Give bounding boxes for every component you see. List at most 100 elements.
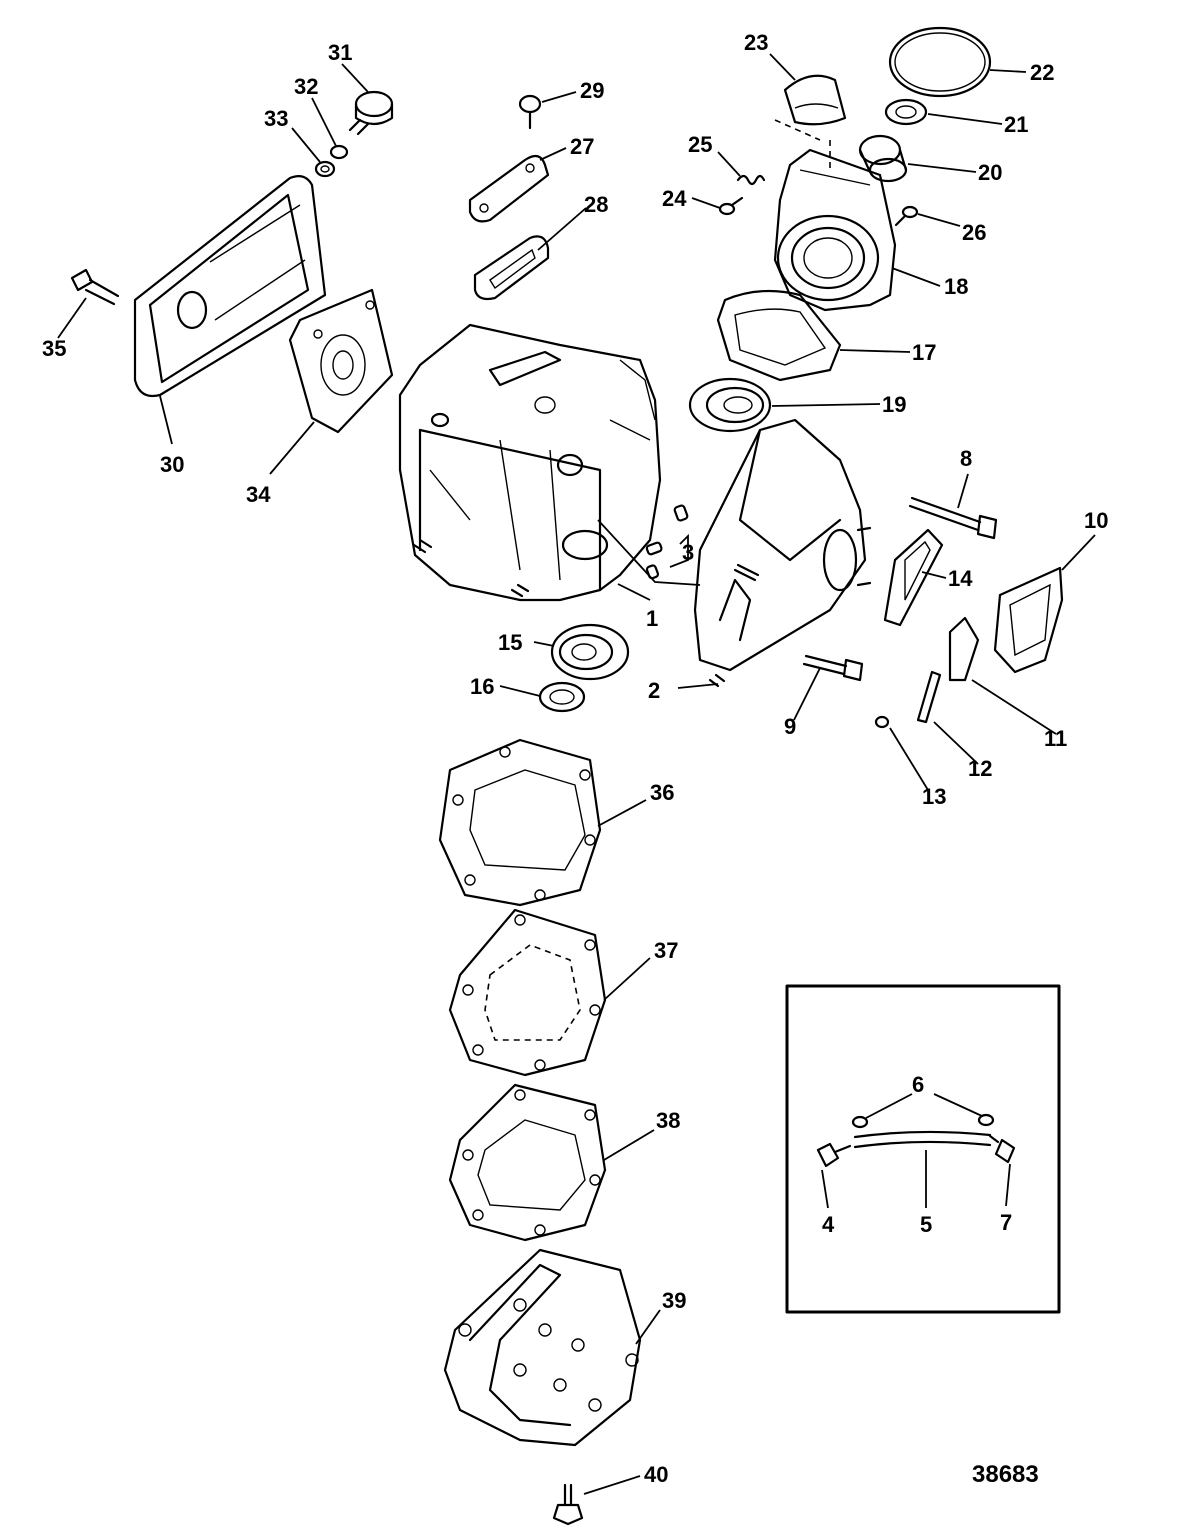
callout-14: 14 bbox=[948, 566, 973, 591]
callout-30: 30 bbox=[160, 452, 184, 477]
callout-10: 10 bbox=[1084, 508, 1108, 533]
part-8-bolt bbox=[908, 496, 998, 540]
leader-18 bbox=[891, 267, 941, 287]
callout-40: 40 bbox=[644, 1462, 668, 1487]
callout-5: 5 bbox=[920, 1212, 932, 1237]
leader-28 bbox=[537, 207, 587, 251]
part-7-elbow-fitting bbox=[988, 1134, 1016, 1164]
part-4-elbow-fitting bbox=[816, 1142, 852, 1168]
part-16-seal bbox=[538, 681, 586, 713]
callout-37: 37 bbox=[654, 938, 678, 963]
callout-25: 25 bbox=[688, 132, 712, 157]
leader-17 bbox=[839, 349, 911, 353]
leader-35 bbox=[57, 297, 87, 339]
leader-3 bbox=[669, 533, 689, 568]
part-1-crankcase-right bbox=[693, 418, 872, 688]
part-24-screw bbox=[718, 196, 744, 216]
part-1-crankcase-left bbox=[398, 323, 662, 602]
leader-2 bbox=[677, 683, 719, 689]
part-11-reed-valve bbox=[948, 616, 980, 682]
part-39-adapter-plate bbox=[443, 1248, 642, 1447]
callout-7: 7 bbox=[1000, 1210, 1012, 1235]
leader-38 bbox=[603, 1129, 655, 1161]
part-35-bolt bbox=[70, 268, 120, 306]
leader-4 bbox=[821, 1169, 829, 1209]
part-34-gasket bbox=[288, 288, 394, 434]
callout-19: 19 bbox=[882, 392, 906, 417]
part-29-screw bbox=[518, 94, 542, 130]
leader-13 bbox=[889, 727, 929, 791]
callout-4: 4 bbox=[822, 1212, 835, 1237]
leader-10 bbox=[1061, 534, 1096, 571]
callout-21: 21 bbox=[1004, 112, 1028, 137]
leader-33 bbox=[291, 127, 321, 163]
callout-2: 2 bbox=[648, 678, 660, 703]
leader-8 bbox=[957, 473, 969, 509]
callout-17: 17 bbox=[912, 340, 936, 365]
leader-7 bbox=[1005, 1163, 1011, 1207]
leader-27 bbox=[539, 147, 567, 161]
part-15-bearing bbox=[550, 623, 630, 681]
leader-24 bbox=[691, 197, 721, 209]
part-21-seal bbox=[884, 98, 928, 126]
leader-37 bbox=[603, 957, 651, 1001]
leader-9 bbox=[793, 667, 821, 721]
part-31-sensor bbox=[348, 90, 394, 136]
part-40-bolt bbox=[552, 1483, 584, 1526]
callout-29: 29 bbox=[580, 78, 604, 103]
callout-31: 31 bbox=[328, 40, 352, 65]
part-9-bolt bbox=[802, 654, 864, 682]
leader-32 bbox=[311, 97, 337, 147]
part-27-cover-plate bbox=[468, 154, 550, 223]
callout-32: 32 bbox=[294, 74, 318, 99]
callout-23: 23 bbox=[744, 30, 768, 55]
callout-35: 35 bbox=[42, 336, 66, 361]
part-23-bearing-cap bbox=[783, 74, 847, 126]
part-6-clamp-right bbox=[977, 1113, 995, 1127]
part-23-assembly-dashline bbox=[774, 119, 831, 170]
leader-29 bbox=[541, 91, 577, 103]
leader-19 bbox=[771, 403, 881, 407]
callout-20: 20 bbox=[978, 160, 1002, 185]
part-33-nut bbox=[314, 160, 336, 178]
leader-25 bbox=[717, 151, 741, 177]
part-12-reed-stop bbox=[916, 670, 942, 724]
part-18-housing bbox=[773, 148, 897, 312]
leader-6 bbox=[865, 1093, 983, 1119]
leader-26 bbox=[917, 213, 961, 227]
callout-24: 24 bbox=[662, 186, 687, 211]
callout-38: 38 bbox=[656, 1108, 680, 1133]
callout-11: 11 bbox=[1044, 726, 1067, 751]
part-17-gasket bbox=[716, 289, 842, 382]
leader-34 bbox=[269, 421, 315, 475]
callout-16: 16 bbox=[470, 674, 494, 699]
callout-34: 34 bbox=[246, 482, 271, 507]
inset-box bbox=[785, 984, 1061, 1314]
part-38-gasket bbox=[448, 1083, 607, 1242]
leader-lines bbox=[57, 53, 1096, 1495]
callout-12: 12 bbox=[968, 756, 992, 781]
callout-18: 18 bbox=[944, 274, 968, 299]
callout-9: 9 bbox=[784, 714, 796, 739]
leader-30 bbox=[159, 395, 173, 445]
callout-28: 28 bbox=[584, 192, 608, 217]
callout-36: 36 bbox=[650, 780, 674, 805]
part-14-gasket bbox=[883, 528, 944, 627]
part-32-washer bbox=[329, 144, 349, 160]
leader-31 bbox=[341, 63, 369, 93]
figure-number: 38683 bbox=[972, 1461, 1039, 1488]
leader-15 bbox=[533, 641, 555, 647]
leader-11 bbox=[971, 679, 1057, 735]
leader-1 bbox=[597, 519, 701, 586]
leader-16 bbox=[499, 685, 541, 697]
part-25-spring bbox=[736, 174, 766, 186]
leader-12 bbox=[933, 721, 979, 765]
callout-3: 3 bbox=[682, 540, 694, 565]
callout-27: 27 bbox=[570, 134, 594, 159]
callout-13: 13 bbox=[922, 784, 946, 809]
part-37-gasket bbox=[448, 908, 607, 1077]
leader-39 bbox=[635, 1309, 661, 1345]
callout-22: 22 bbox=[1030, 60, 1054, 85]
leader-23 bbox=[769, 53, 796, 81]
